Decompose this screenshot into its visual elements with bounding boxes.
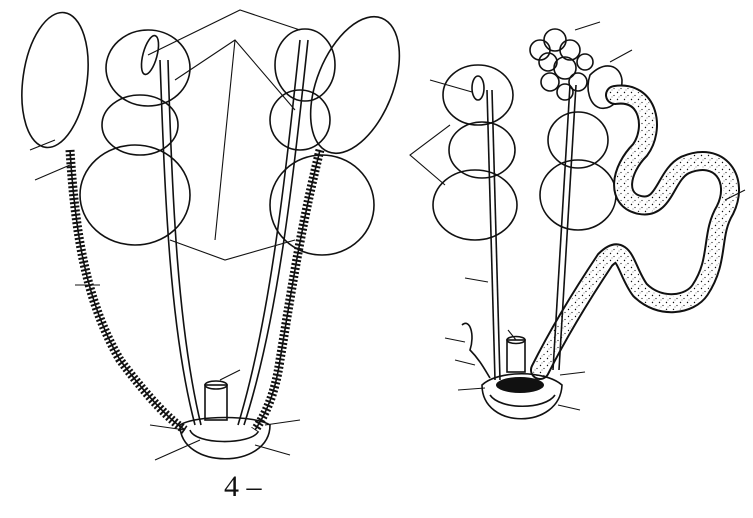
ureter-right [238, 40, 300, 425]
rudimentary-oviduct [462, 323, 490, 378]
ovary [530, 29, 593, 100]
figure-caption: 4 – [224, 472, 262, 502]
right-illustration [410, 22, 745, 419]
leader-lines-right [410, 22, 745, 410]
left-illustration [14, 4, 417, 460]
kidney-right [270, 29, 374, 255]
testis-left [14, 8, 96, 152]
kidney-left-female [433, 65, 517, 240]
testis-right [293, 4, 417, 166]
kidney-right-female [540, 112, 616, 230]
leader-lines-left [30, 10, 300, 460]
ductus-deferens-left [70, 150, 185, 430]
